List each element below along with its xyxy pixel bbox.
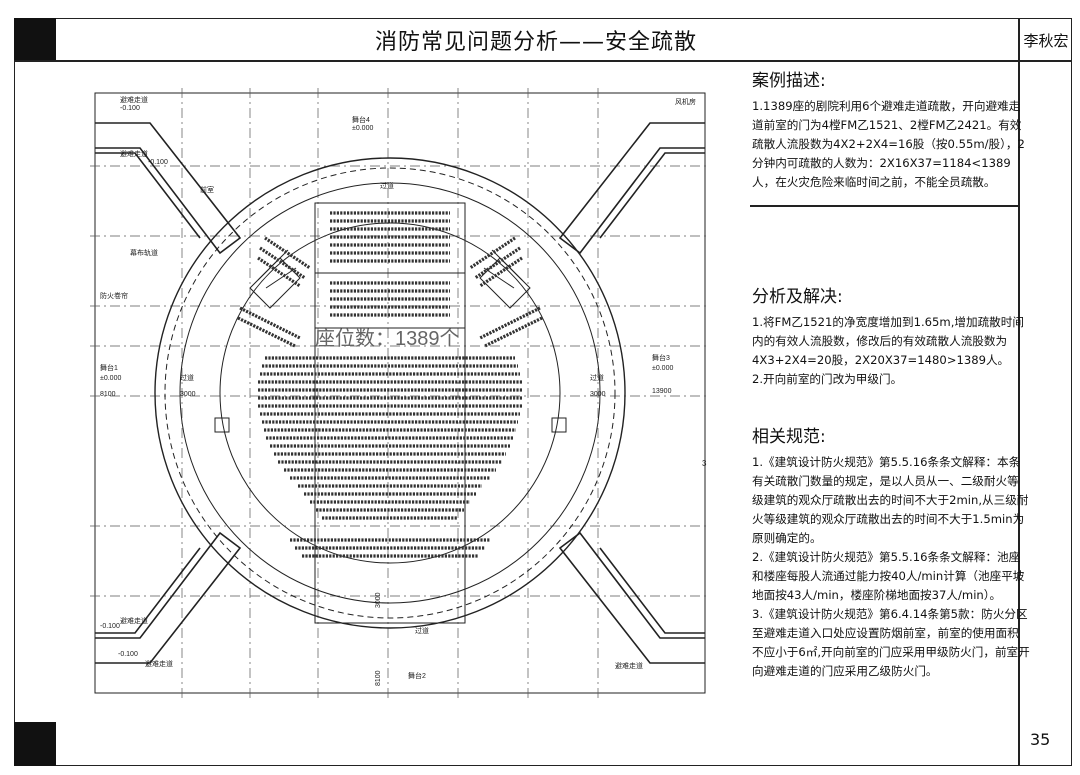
label-corridor-bl: 避难走道 — [120, 616, 148, 625]
case-heading: 案例描述: — [752, 71, 826, 91]
label-stage3: 舞台3 — [652, 353, 670, 362]
label-aisle-top: 过道 — [380, 181, 394, 190]
label-aisle-left: 过道 — [180, 373, 194, 382]
page-number: 35 — [1030, 730, 1051, 749]
label-stage4-elev: ±0.000 — [352, 125, 373, 132]
label-room-fan: 风机房 — [675, 97, 696, 106]
label-elev-tl2: -0.100 — [148, 159, 168, 166]
column-right — [551, 417, 567, 433]
label-aisle-right-dim: 3000 — [590, 391, 606, 398]
label-screen: 幕布轨道 — [130, 248, 158, 257]
label-aisle-bottom: 过道 — [415, 626, 429, 635]
evacuation-corridors — [95, 122, 705, 664]
label-elev-bl2: -0.100 — [100, 623, 120, 630]
label-elev-tl: -0.100 — [120, 105, 140, 112]
plan-border — [94, 92, 706, 694]
case-section: 案例描述: 1.1389座的剧院利用6个避难走道疏散，开向避难走道前室的门为4樘… — [752, 66, 1030, 192]
label-corridor-tl2: 避难走道 — [120, 149, 148, 158]
header-divider — [14, 60, 1072, 62]
label-stage1-elev: ±0.000 — [100, 375, 121, 382]
label-fire-curtain: 防火卷帘 — [100, 291, 128, 300]
label-stage2: 舞台2 — [408, 671, 426, 680]
theater-floor-plan: 座位数：1389个 避难走道 -0.100 避难走道 -0.100 舞台4 ±0… — [90, 88, 710, 698]
author-divider — [1018, 18, 1020, 766]
label-stage3-dim: 13900 — [652, 388, 672, 395]
label-stage1-dim: 8100 — [100, 391, 116, 398]
inner-ring — [179, 182, 601, 604]
column-left — [214, 417, 230, 433]
stair-right — [479, 249, 531, 309]
hall-ring — [219, 222, 561, 564]
label-aisle-left-dim: 3000 — [180, 391, 196, 398]
page-title: 消防常见问题分析——安全疏散 — [374, 30, 697, 55]
label-corridor-tl: 避难走道 — [120, 95, 148, 104]
case-text: 1.1389座的剧院利用6个避难走道疏散，开向避难走道前室的门为4樘FM乙152… — [752, 99, 1025, 189]
label-stage4: 舞台4 — [352, 115, 370, 124]
corner-block-bottom — [14, 722, 56, 766]
seat-count-label: 座位数：1389个 — [315, 327, 460, 350]
seat-rows — [237, 211, 543, 558]
case-divider — [750, 205, 1018, 207]
label-dim-bottom2: 8100 — [375, 670, 382, 686]
label-stage1: 舞台1 — [100, 363, 118, 372]
outer-ring — [154, 157, 626, 629]
analysis-heading: 分析及解决: — [752, 287, 843, 307]
label-stage3-elev: ±0.000 — [652, 365, 673, 372]
stair-left — [249, 249, 301, 309]
analysis-text: 1.将FM乙1521的净宽度增加到1.65m,增加疏散时间内的有效人流股数，修改… — [752, 315, 1024, 386]
label-corridor-bl2: 避难走道 — [145, 659, 173, 668]
codes-text: 1.《建筑设计防火规范》第5.5.16条条文解释：本条有关疏散门数量的规定，是以… — [752, 455, 1030, 678]
label-corridor-br: 避难走道 — [615, 661, 643, 670]
label-aisle-right: 过道 — [590, 373, 604, 382]
label-marker-3: 3 — [702, 459, 707, 468]
analysis-section: 分析及解决: 1.将FM乙1521的净宽度增加到1.65m,增加疏散时间内的有效… — [752, 282, 1030, 389]
label-vestibule: 前室 — [200, 185, 214, 194]
outer-ring-dashed — [164, 167, 616, 619]
codes-heading: 相关规范: — [752, 427, 826, 447]
codes-section: 相关规范: 1.《建筑设计防火规范》第5.5.16条条文解释：本条有关疏散门数量… — [752, 422, 1030, 681]
author-name: 李秋宏 — [1023, 31, 1069, 50]
page-frame — [14, 18, 1072, 766]
label-dim-bottom: 3000 — [375, 592, 382, 608]
corner-block-top — [14, 18, 56, 60]
label-elev-bl: -0.100 — [118, 651, 138, 658]
